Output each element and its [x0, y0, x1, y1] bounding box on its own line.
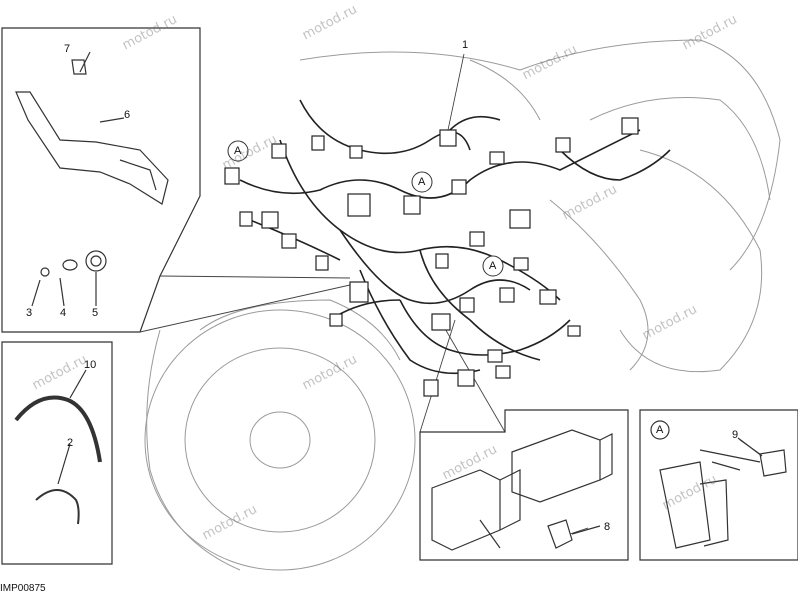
callout-a-inset: A	[656, 424, 664, 436]
drawing-code: IMP00875	[0, 583, 46, 594]
part-label-5: 5	[92, 307, 99, 319]
callout-a-1: A	[234, 145, 242, 157]
frame-relay-block	[639, 409, 798, 561]
frame-mount-bracket	[1, 27, 201, 333]
frame-cable-clips	[1, 341, 113, 565]
part-label-3: 3	[26, 307, 33, 319]
callout-circles	[227, 140, 504, 277]
part-label-8: 8	[604, 521, 611, 533]
part-label-9: 9	[732, 429, 739, 441]
frame-fuse-box	[419, 409, 629, 561]
part-label-4: 4	[60, 307, 67, 319]
part-label-2: 2	[67, 437, 74, 449]
number-leaders	[447, 53, 761, 535]
part-label-7: 7	[64, 43, 71, 55]
part-label-6: 6	[124, 109, 131, 121]
callout-a-3: A	[489, 260, 497, 272]
callout-a-2: A	[418, 176, 426, 188]
part-label-10: 10	[84, 359, 97, 371]
part-label-1: 1	[462, 39, 469, 51]
motorcycle-outline	[144, 39, 781, 571]
harness-connectors	[224, 117, 639, 397]
